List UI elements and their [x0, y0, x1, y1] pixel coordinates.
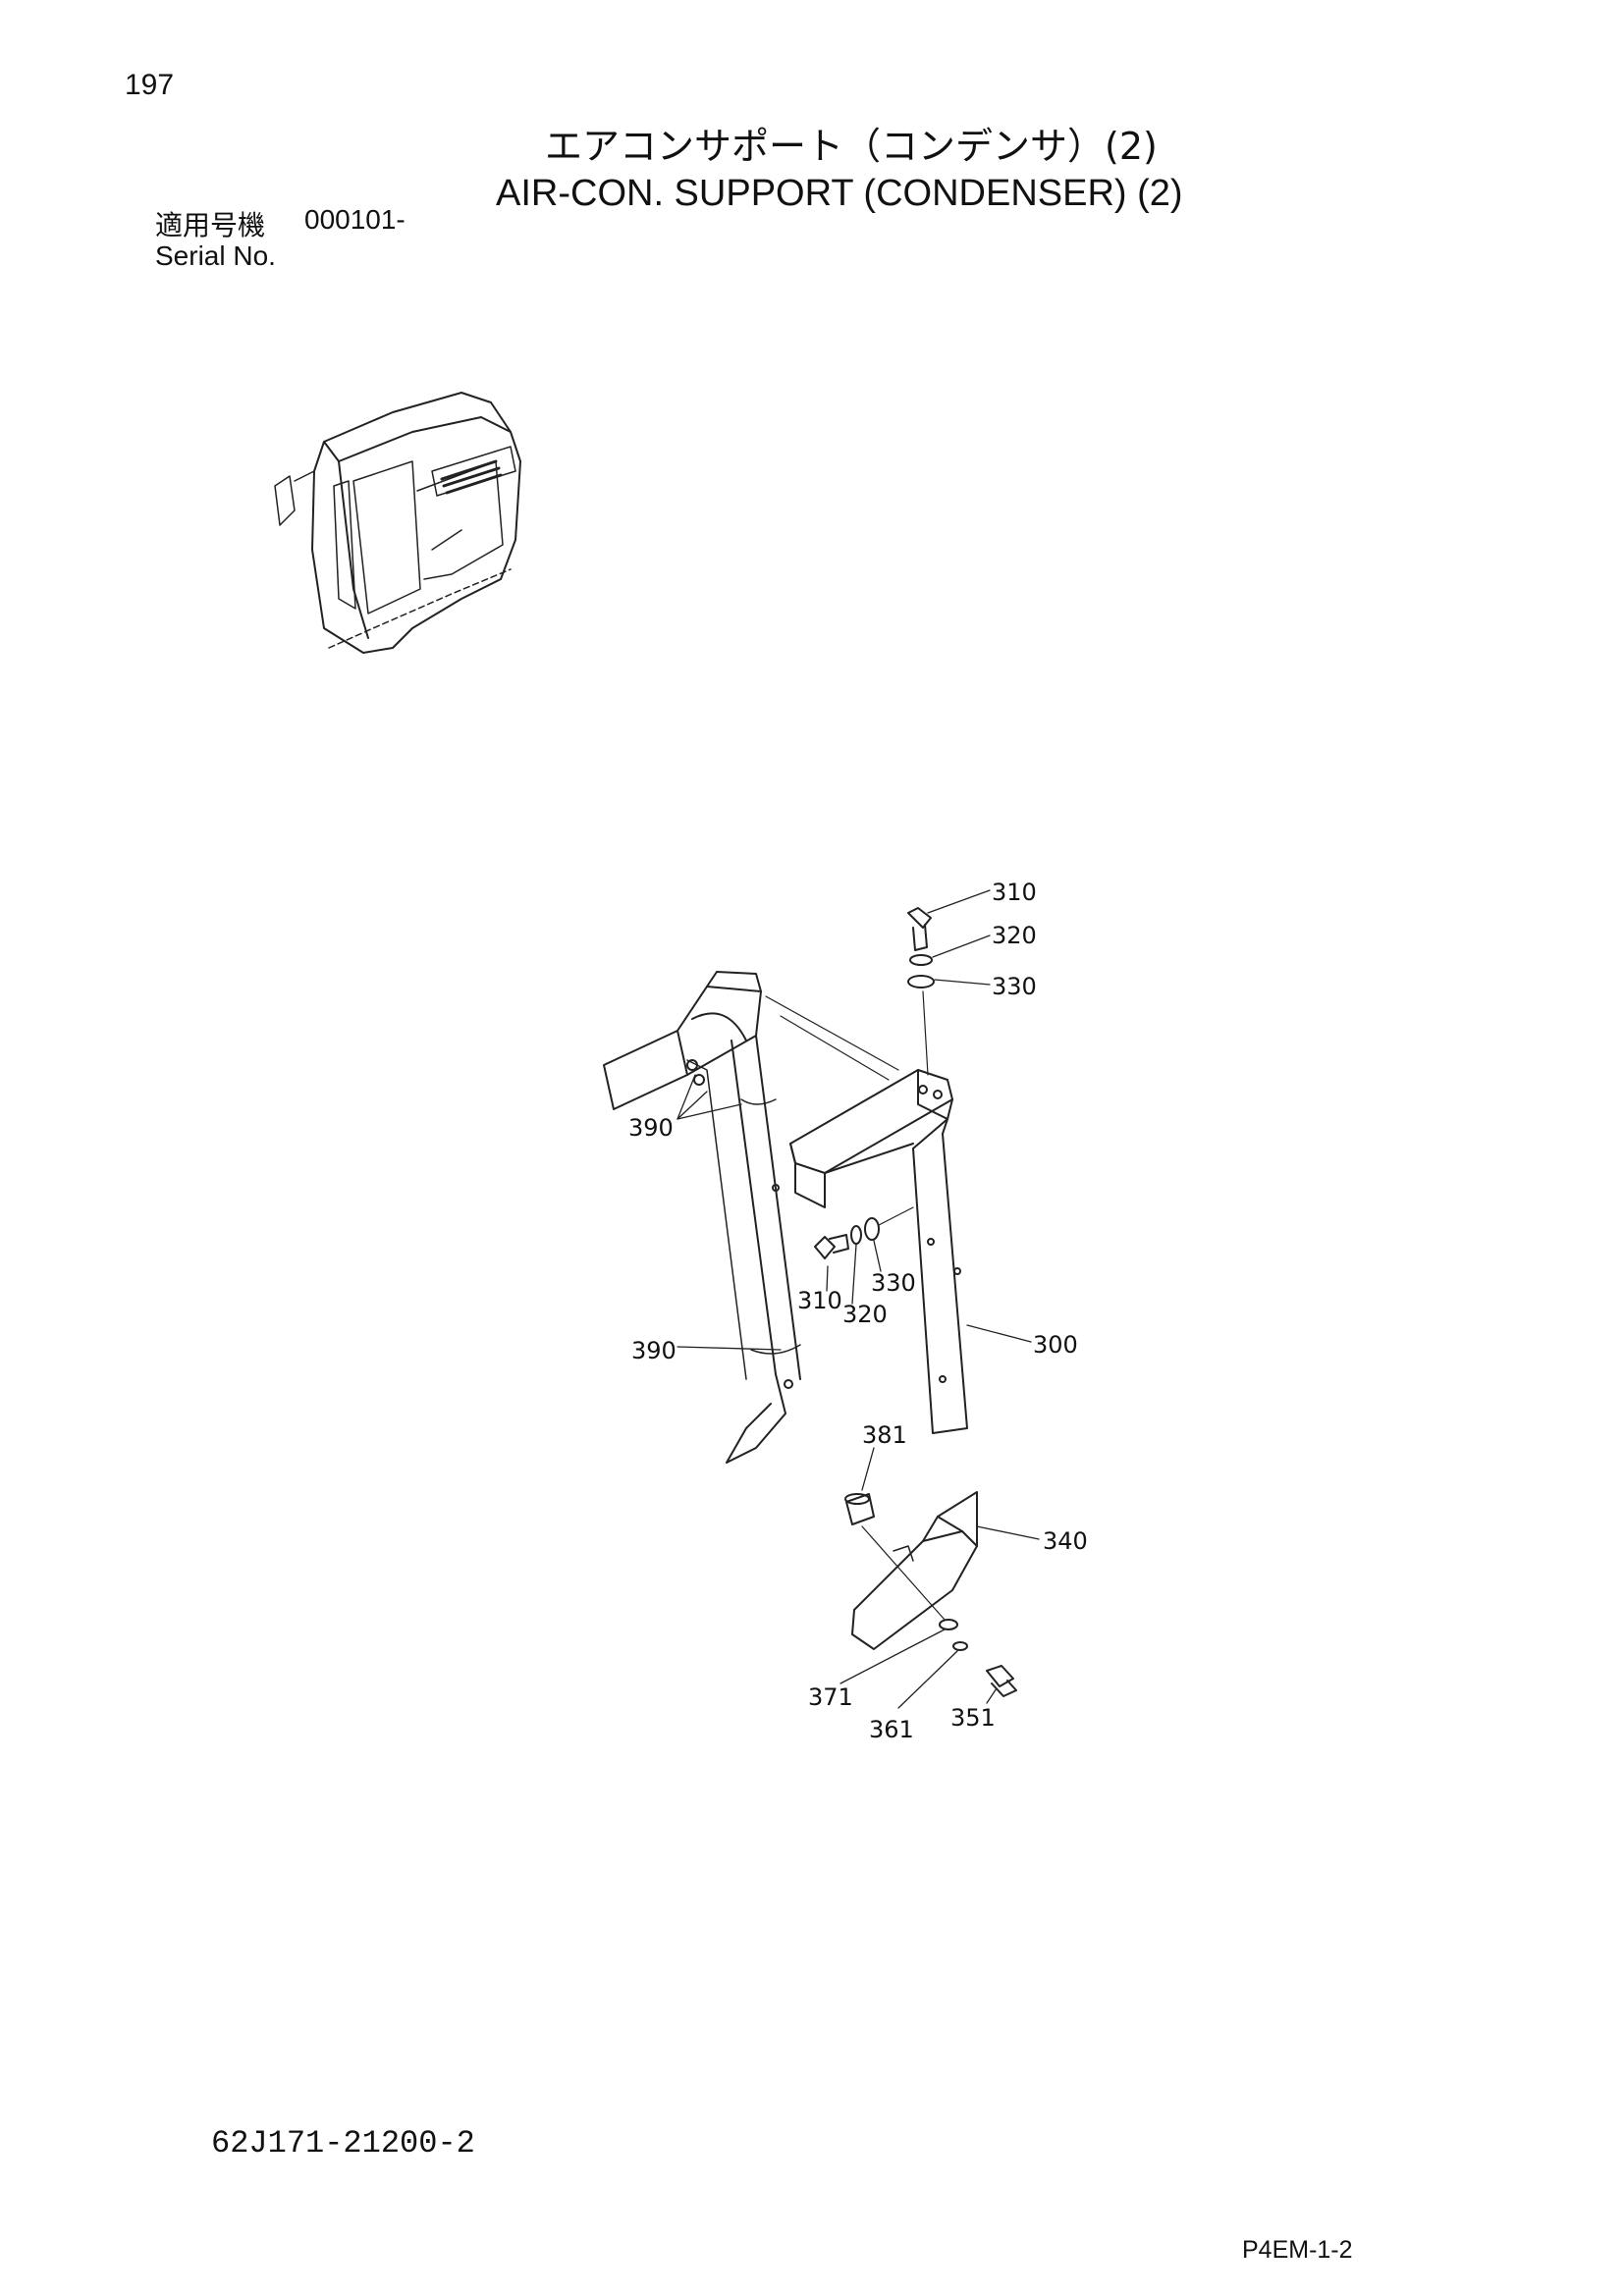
bolt-351: [986, 1665, 1017, 1697]
guide-line: [780, 1015, 890, 1081]
support-300: [789, 1069, 968, 1434]
cover-340: [851, 1491, 978, 1650]
page-title-japanese: エアコンサポート（コンデンサ）(2): [545, 125, 1158, 168]
side-washer-330: [864, 1217, 880, 1241]
part-label-310-side: 310: [797, 1287, 842, 1314]
guide-line: [878, 1206, 914, 1226]
spring-washer-361: [952, 1641, 968, 1651]
serial-label-english: Serial No.: [155, 240, 276, 271]
cab-overview-thumbnail: [274, 392, 521, 654]
part-label-371: 371: [808, 1683, 853, 1711]
left-support-bracket: [603, 971, 801, 1464]
page-title-english: AIR-CON. SUPPORT (CONDENSER) (2): [496, 173, 1183, 214]
part-label-310-top: 310: [992, 879, 1037, 906]
washer-371: [939, 1619, 958, 1630]
part-label-300: 300: [1033, 1331, 1078, 1359]
page-number: 197: [125, 69, 175, 101]
part-label-330-side: 330: [871, 1269, 916, 1297]
page-code: P4EM-1-2: [1242, 2236, 1353, 2264]
document-code: 62J171-21200-2: [211, 2125, 475, 2162]
guide-line: [861, 1525, 946, 1621]
part-label-381: 381: [862, 1421, 907, 1449]
part-label-340: 340: [1043, 1527, 1088, 1555]
side-bolt-310: [814, 1234, 849, 1259]
guide-line: [765, 995, 899, 1071]
top-spring-washer-320: [909, 954, 933, 966]
leader-lines: [677, 889, 1040, 1709]
top-washer-330: [907, 975, 935, 988]
part-label-330-top: 330: [992, 973, 1037, 1000]
part-label-320-top: 320: [992, 922, 1037, 949]
serial-range: 000101-: [304, 204, 406, 235]
part-label-320-side: 320: [842, 1301, 888, 1328]
part-label-390-lower: 390: [631, 1337, 677, 1364]
part-label-361: 361: [869, 1716, 914, 1743]
serial-label-japanese: 適用号機: [155, 209, 266, 241]
part-labels: 310 320 330 390 310 320 330 390 300 381 …: [628, 879, 1088, 1743]
part-label-351: 351: [950, 1704, 996, 1732]
part-label-390-upper: 390: [628, 1114, 674, 1142]
guide-line: [922, 990, 929, 1076]
top-bolt-310: [907, 907, 932, 951]
side-spring-washer-320: [850, 1225, 862, 1245]
spacer-381: [844, 1493, 875, 1525]
